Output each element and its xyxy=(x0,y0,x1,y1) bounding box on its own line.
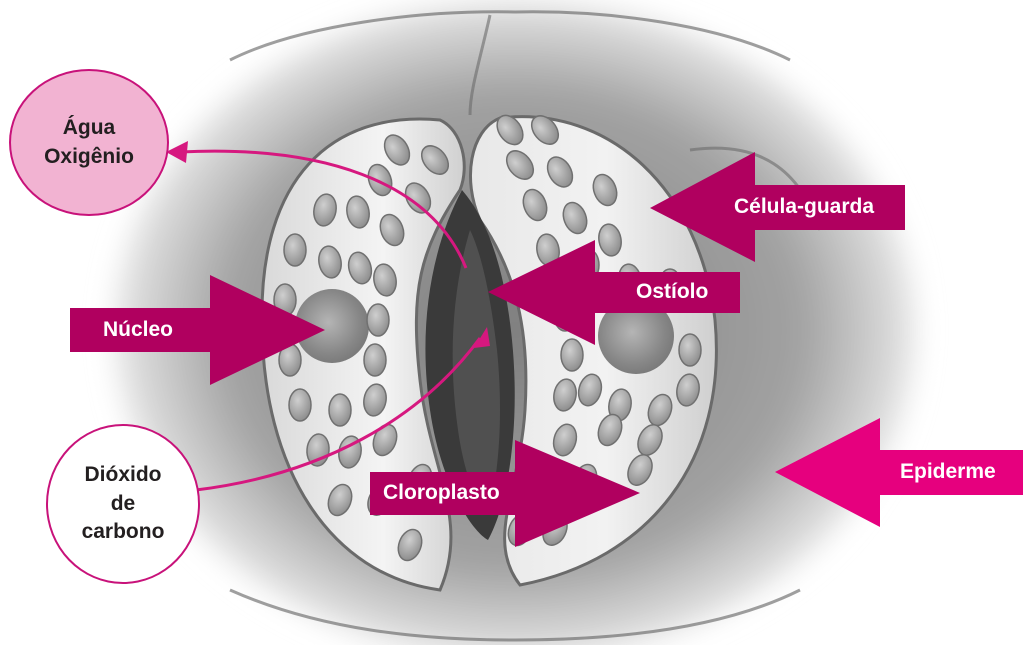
circle-in-line-3: carbono xyxy=(82,518,165,546)
label-ostiolo: Ostíolo xyxy=(636,280,708,304)
label-epiderme: Epiderme xyxy=(900,460,996,484)
circle-in-line-1: Dióxido xyxy=(82,461,165,489)
chloroplast xyxy=(364,344,386,376)
circle-out-line-1: Água xyxy=(44,114,134,142)
circle-in-line-2: de xyxy=(82,490,165,518)
label-nucleo: Núcleo xyxy=(103,318,173,342)
label-cloroplasto: Cloroplasto xyxy=(383,481,500,505)
label-celula-guarda: Célula-guarda xyxy=(734,195,874,219)
carbon-dioxide-circle: Dióxido de carbono xyxy=(46,424,200,584)
chloroplast xyxy=(367,304,389,336)
chloroplast xyxy=(284,234,306,266)
water-oxygen-circle: Água Oxigênio xyxy=(9,69,169,216)
chloroplast xyxy=(289,389,311,421)
chloroplast xyxy=(679,334,701,366)
chloroplast xyxy=(329,394,351,426)
circle-out-line-2: Oxigênio xyxy=(44,143,134,171)
chloroplast xyxy=(561,339,583,371)
